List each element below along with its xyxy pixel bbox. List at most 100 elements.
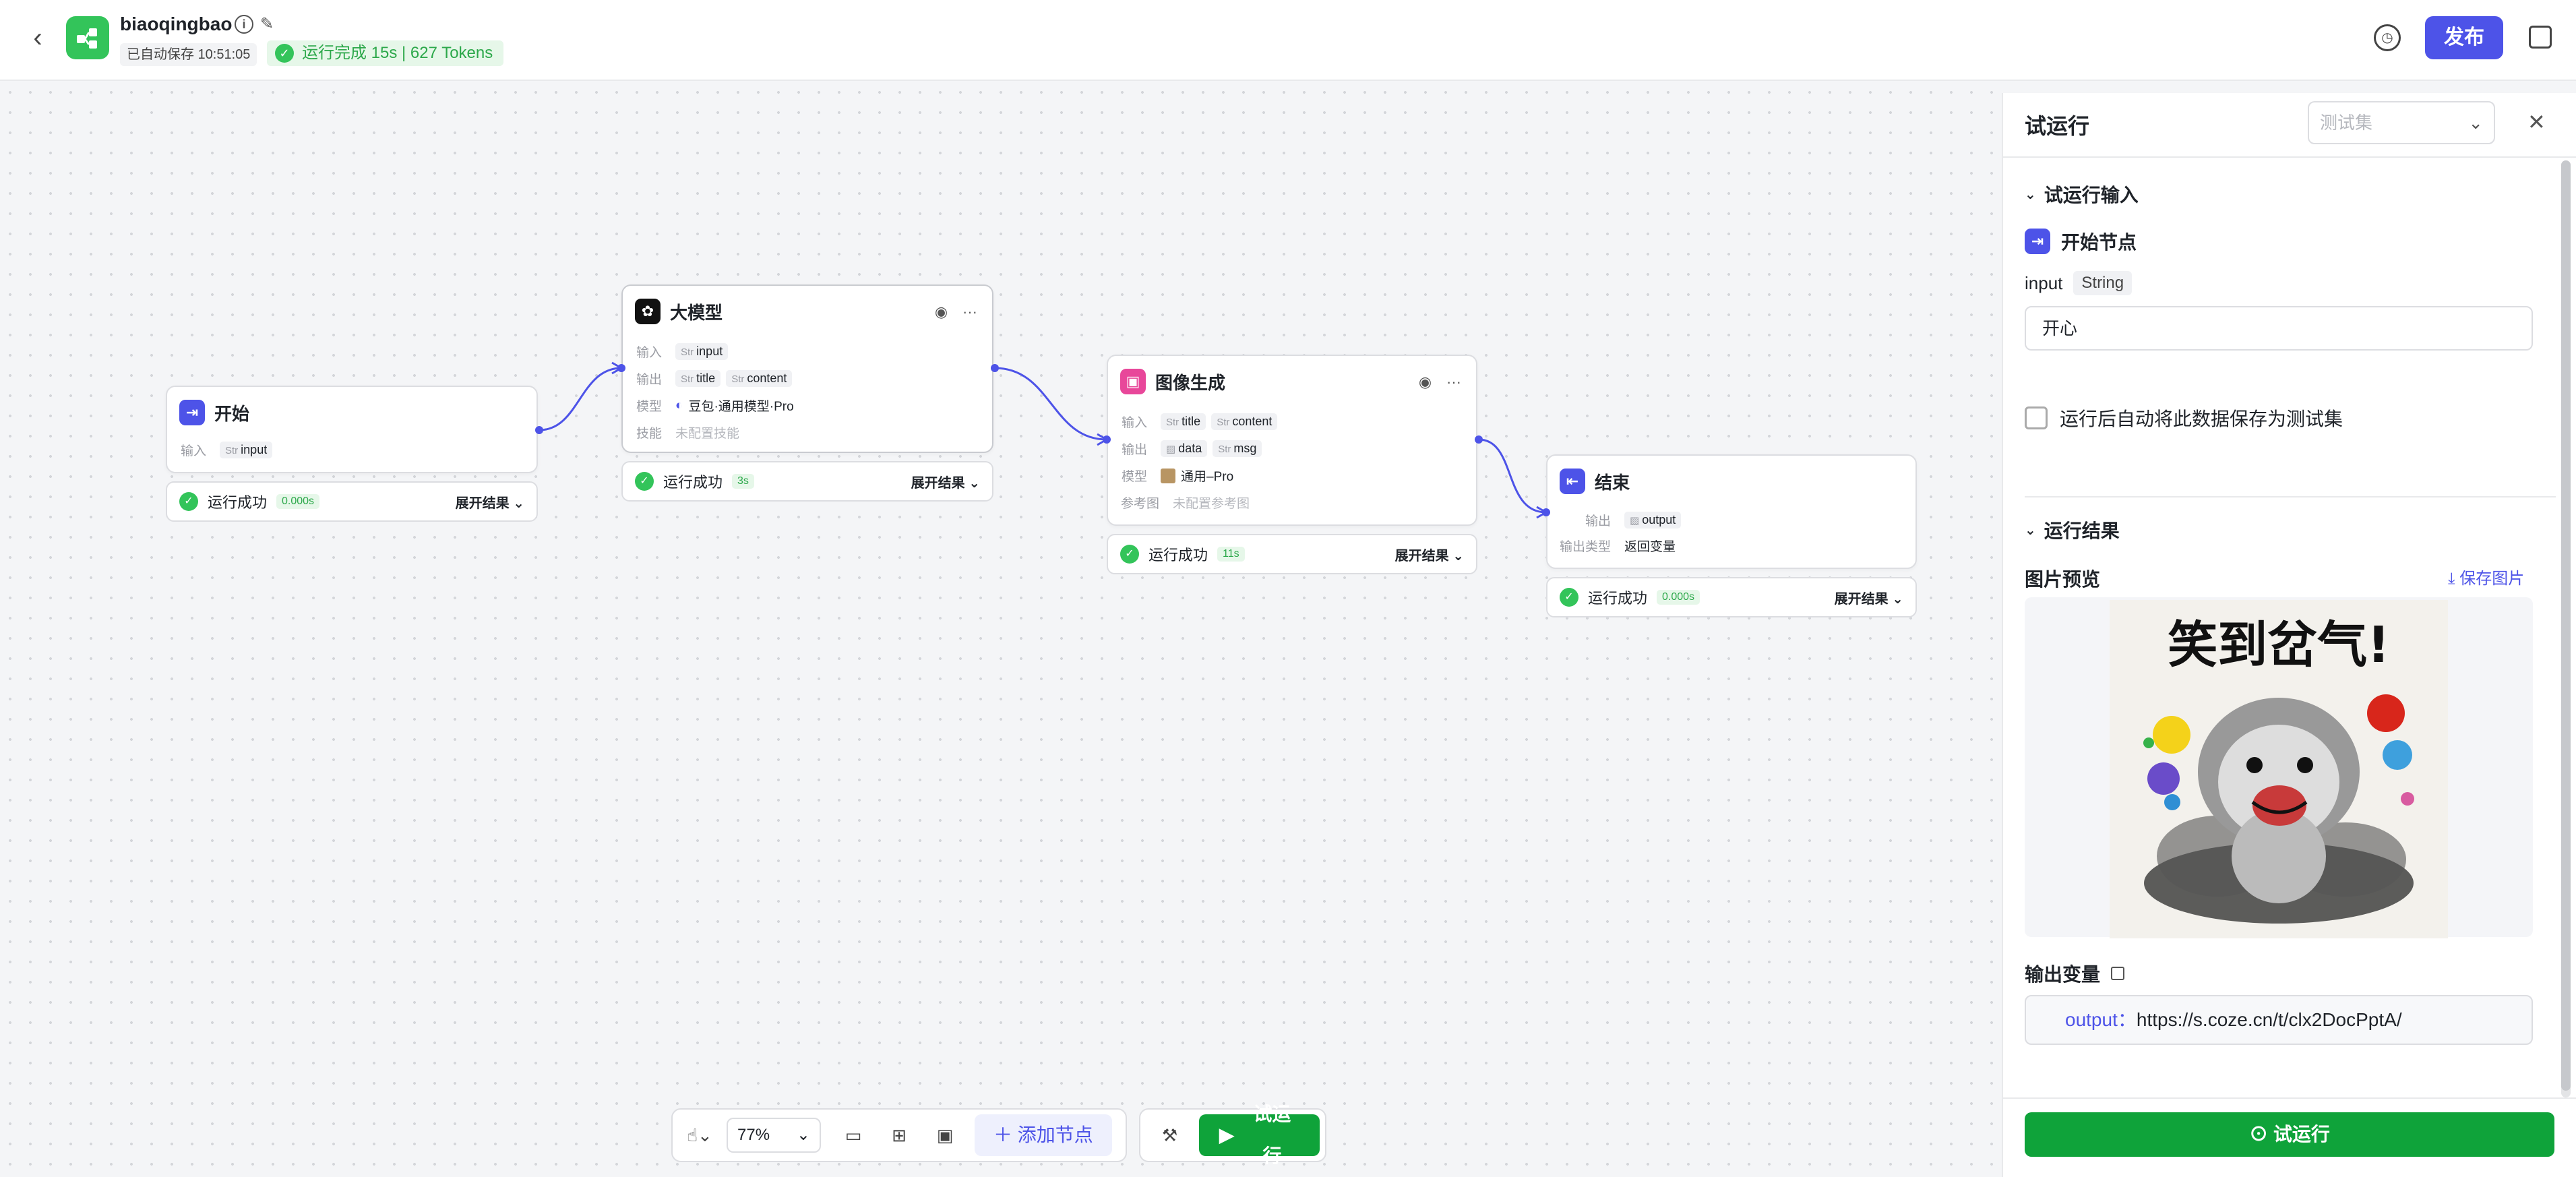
workflow-app-icon xyxy=(66,16,109,59)
run-status-text: 运行完成 15s | 627 Tokens xyxy=(302,44,493,62)
model-thumb-icon xyxy=(1161,468,1175,483)
panel-scrollbar[interactable] xyxy=(2561,160,2571,1097)
llm-skill-value: 未配置技能 xyxy=(675,427,740,441)
chevron-down-icon: ⌄ xyxy=(2025,522,2036,538)
llm-input-port[interactable] xyxy=(617,364,625,372)
llm-skill-label: 技能 xyxy=(636,427,662,441)
image-output-port[interactable] xyxy=(1475,435,1483,444)
play-circle-icon: ⊙ xyxy=(2249,1124,2269,1145)
success-icon: ✓ xyxy=(179,492,198,511)
end-node-title: 结束 xyxy=(1595,472,1630,493)
copy-icon[interactable] xyxy=(2111,967,2125,980)
download-icon: ⤓ xyxy=(2448,570,2455,588)
llm-output-label: 输出 xyxy=(636,373,662,387)
chevron-down-icon: ⌄ xyxy=(2468,113,2483,133)
image-caption: 笑到岔气! xyxy=(2168,616,2390,674)
result-section-toggle[interactable]: ⌄运行结果 xyxy=(2025,520,2120,541)
run-complete-badge: ✓ 运行完成 15s | 627 Tokens xyxy=(267,40,504,66)
start-node-title: 开始 xyxy=(214,403,250,424)
testset-select[interactable]: 测试集⌄ xyxy=(2308,101,2495,144)
output-variables-label: 输出变量 xyxy=(2025,960,2125,987)
add-node-button[interactable]: ＋ 添加节点 xyxy=(975,1114,1112,1156)
expand-result-button[interactable]: 展开结果 ⌄ xyxy=(911,475,980,491)
output-value-box: output：https://s.coze.cn/t/clx2DocPptA/ xyxy=(2025,995,2533,1045)
panel-title: 试运行 xyxy=(2025,114,2090,138)
input-type-badge: String xyxy=(2073,271,2133,295)
end-output-label: 输出 xyxy=(1585,514,1611,529)
more-icon[interactable]: ··· xyxy=(1446,373,1461,390)
info-icon[interactable]: i xyxy=(235,15,253,34)
expand-result-button[interactable]: 展开结果 ⌄ xyxy=(1394,548,1464,564)
end-node[interactable]: ⇤ 结束 输出▨output 输出类型返回变量 xyxy=(1546,454,1917,569)
check-circle-icon: ✓ xyxy=(275,44,294,63)
save-image-link[interactable]: ⤓ 保存图片 xyxy=(2448,570,2525,588)
auto-save-checkbox[interactable] xyxy=(2025,406,2048,429)
success-icon: ✓ xyxy=(635,472,654,491)
minimap-icon[interactable]: ▣ xyxy=(936,1125,954,1145)
back-arrow-icon[interactable]: ‹ xyxy=(33,23,42,53)
test-run-panel: 试运行 测试集⌄ ✕ ⌄试运行输入 ⇥ 开始节点 input String 开心… xyxy=(2002,93,2576,1177)
canvas-try-run-button[interactable]: ▶试运行 xyxy=(1199,1104,1320,1166)
auto-save-label: 运行后自动将此数据保存为测试集 xyxy=(2060,409,2343,429)
debug-icon[interactable]: ◉ xyxy=(934,303,948,320)
copy-icon[interactable] xyxy=(2529,26,2552,49)
wrench-icon[interactable]: ⚒ xyxy=(1161,1125,1178,1145)
app-name: biaoqingbao xyxy=(120,13,233,34)
image-gen-title: 图像生成 xyxy=(1155,372,1226,393)
auto-save-row[interactable]: 运行后自动将此数据保存为测试集 xyxy=(2025,404,2343,431)
divider xyxy=(2003,156,2576,158)
end-node-icon: ⇤ xyxy=(1560,469,1585,494)
input-value-field[interactable]: 开心 xyxy=(2025,306,2533,351)
zoom-select[interactable]: 77%⌄ xyxy=(727,1118,821,1153)
autosave-status: 已自动保存 10:51:05 xyxy=(120,43,257,66)
input-name: input xyxy=(2025,272,2063,293)
input-section-toggle[interactable]: ⌄试运行输入 xyxy=(2025,185,2139,206)
status-text: 运行成功 xyxy=(208,494,268,511)
image-output-label: 输出 xyxy=(1121,443,1147,457)
start-node-icon: ⇥ xyxy=(2025,229,2050,254)
start-output-port[interactable] xyxy=(535,426,543,434)
panel-try-run-button[interactable]: ⊙ 试运行 xyxy=(2025,1112,2554,1157)
debug-icon[interactable]: ◉ xyxy=(1418,373,1432,390)
divider xyxy=(2025,496,2556,497)
image-type-icon: ▨ xyxy=(1166,444,1176,455)
close-icon[interactable]: ✕ xyxy=(2527,110,2546,134)
image-ref-label: 参考图 xyxy=(1120,497,1159,511)
llm-output-port[interactable] xyxy=(991,364,999,372)
success-icon: ✓ xyxy=(1560,588,1578,607)
pointer-mode-icon[interactable]: ☝⌄ xyxy=(687,1125,712,1145)
start-node-label: 开始节点 xyxy=(2061,232,2137,253)
more-icon[interactable]: ··· xyxy=(962,303,977,320)
expand-result-button[interactable]: 展开结果 ⌄ xyxy=(455,495,524,511)
publish-button[interactable]: 发布 xyxy=(2425,16,2503,59)
doubao-icon: ◐ xyxy=(675,398,683,413)
output-url: https://s.coze.cn/t/clx2DocPptA/ xyxy=(2136,1009,2402,1030)
comment-icon[interactable]: ▭ xyxy=(845,1125,862,1145)
layout-icon[interactable]: ⊞ xyxy=(892,1125,907,1145)
image-input-label: 输入 xyxy=(1121,416,1147,430)
end-status: ✓ 运行成功 0.000s 展开结果 ⌄ xyxy=(1546,577,1917,617)
status-text: 运行成功 xyxy=(1588,590,1648,607)
image-input-port[interactable] xyxy=(1103,435,1111,444)
status-text: 运行成功 xyxy=(663,474,723,491)
top-bar: ‹ biaoqingbao i ✎ 已自动保存 10:51:05 ✓ 运行完成 … xyxy=(0,0,2576,81)
expand-result-button[interactable]: 展开结果 ⌄ xyxy=(1834,591,1903,607)
chevron-down-icon: ⌄ xyxy=(2025,187,2036,202)
start-node-icon: ⇥ xyxy=(179,400,205,425)
start-status: ✓ 运行成功 0.000s 展开结果 ⌄ xyxy=(166,481,538,522)
run-toolbar: ⚒ ▶试运行 xyxy=(1139,1104,1326,1166)
canvas-toolbar: ☝⌄ 77%⌄ ▭ ⊞ ▣ ＋ 添加节点 xyxy=(671,1108,1127,1162)
status-time: 3s xyxy=(732,474,754,489)
end-input-port[interactable] xyxy=(1542,508,1550,516)
generated-image[interactable]: 笑到岔气! xyxy=(2110,600,2448,938)
status-time: 0.000s xyxy=(276,494,320,509)
edit-icon[interactable]: ✎ xyxy=(260,15,274,33)
history-icon[interactable]: ◷ xyxy=(2374,24,2401,51)
